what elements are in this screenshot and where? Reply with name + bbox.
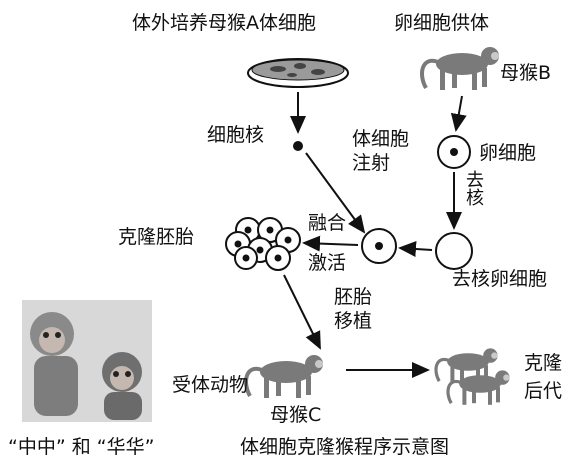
label-activate: 激活 [308, 252, 347, 274]
label-donor: 卵细胞供体 [394, 12, 490, 34]
label-transfer-2: 移植 [334, 310, 373, 332]
label-inject-1: 体细胞 [352, 128, 410, 150]
label-culture: 体外培养母猴A体细胞 [132, 12, 316, 34]
label-nucleus: 细胞核 [207, 124, 265, 146]
label-oocyte: 卵细胞 [479, 142, 537, 164]
embryo-icon [225, 217, 301, 271]
label-enucleated-oocyte: 去核卵细胞 [452, 268, 548, 290]
flow-arrows [283, 92, 467, 378]
oocyte-icon [437, 135, 471, 169]
label-fuse: 融合 [308, 212, 347, 234]
nucleus-dot [293, 141, 303, 151]
label-inject-2: 注射 [352, 152, 391, 174]
petri-dish-icon [247, 58, 349, 88]
label-monkey-c: 母猴C [270, 404, 322, 426]
monkey-b-icon [420, 45, 501, 92]
offspring-icon [434, 346, 512, 407]
photo-caption: “中中” 和 “华华” [8, 436, 155, 458]
label-clone-embryo: 克隆胚胎 [118, 226, 195, 248]
label-enucleate: 去核 [463, 170, 484, 206]
label-transfer-1: 胚胎 [334, 286, 373, 308]
diagram-caption: 体细胞克隆猴程序示意图 [240, 436, 450, 458]
label-offspring-2: 后代 [524, 380, 563, 402]
label-monkey-b: 母猴B [500, 62, 552, 84]
reconstructed-cell-icon [361, 228, 397, 264]
photo-of-monkeys [22, 300, 152, 422]
label-offspring-1: 克隆 [524, 352, 563, 374]
label-recipient: 受体动物 [172, 374, 249, 396]
monkey-c-icon [244, 353, 325, 400]
enucleated-oocyte-icon [435, 232, 473, 270]
